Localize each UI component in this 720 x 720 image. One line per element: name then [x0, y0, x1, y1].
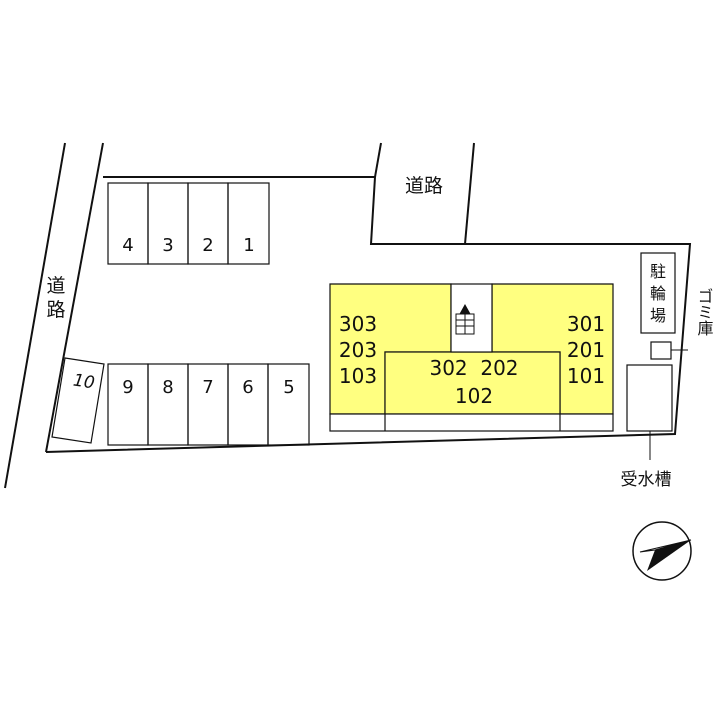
- parking-number: 6: [242, 377, 253, 398]
- north-arrow-icon: [632, 521, 692, 581]
- water-tank-label: 受水槽: [621, 470, 672, 490]
- parking-number: 9: [122, 377, 133, 398]
- unit-label: 102: [455, 384, 493, 408]
- left-road-label-1: 道: [46, 275, 65, 297]
- parking-space-10: [51, 357, 105, 444]
- bicycle-parking-label: 輪: [650, 284, 666, 303]
- stairwell: [450, 283, 493, 353]
- unit-label: 103: [339, 364, 377, 388]
- garbage-room: [650, 341, 672, 360]
- bicycle-parking: [640, 252, 676, 334]
- parking-number: 4: [122, 235, 133, 256]
- parking-number: 7: [202, 377, 213, 398]
- parking-number: 1: [243, 235, 254, 256]
- apartment-building: [329, 283, 614, 432]
- unit-label: 303: [339, 312, 377, 336]
- top-road-label: 道路: [405, 175, 443, 197]
- building-center-block: [384, 351, 561, 415]
- garbage-room-label: ゴミ庫: [695, 288, 714, 336]
- unit-label: 301: [567, 312, 605, 336]
- unit-label: 101: [567, 364, 605, 388]
- site-boundary: [45, 176, 692, 453]
- unit-label: 201: [567, 338, 605, 362]
- parking-number: 2: [202, 235, 213, 256]
- stairs-icon: [455, 303, 475, 335]
- unit-label: 203: [339, 338, 377, 362]
- bicycle-parking-label: 場: [650, 306, 666, 325]
- left-road-label-2: 路: [46, 299, 65, 321]
- unit-label: 302 202: [429, 356, 518, 380]
- balcony-strip: [329, 413, 614, 432]
- parking-number: 5: [283, 377, 294, 398]
- left-road: 道 路: [4, 142, 104, 489]
- top-road: 道路: [374, 142, 475, 245]
- parking-space-1: [227, 182, 270, 265]
- parking-number: 10: [72, 371, 96, 394]
- parking-top-row: [107, 182, 270, 265]
- bicycle-parking-label: 駐: [650, 262, 666, 281]
- parking-space-5: [267, 363, 310, 446]
- parking-number: 8: [162, 377, 173, 398]
- parking-number: 3: [162, 235, 173, 256]
- water-tank: [626, 364, 673, 432]
- parking-bottom-row: [51, 357, 310, 446]
